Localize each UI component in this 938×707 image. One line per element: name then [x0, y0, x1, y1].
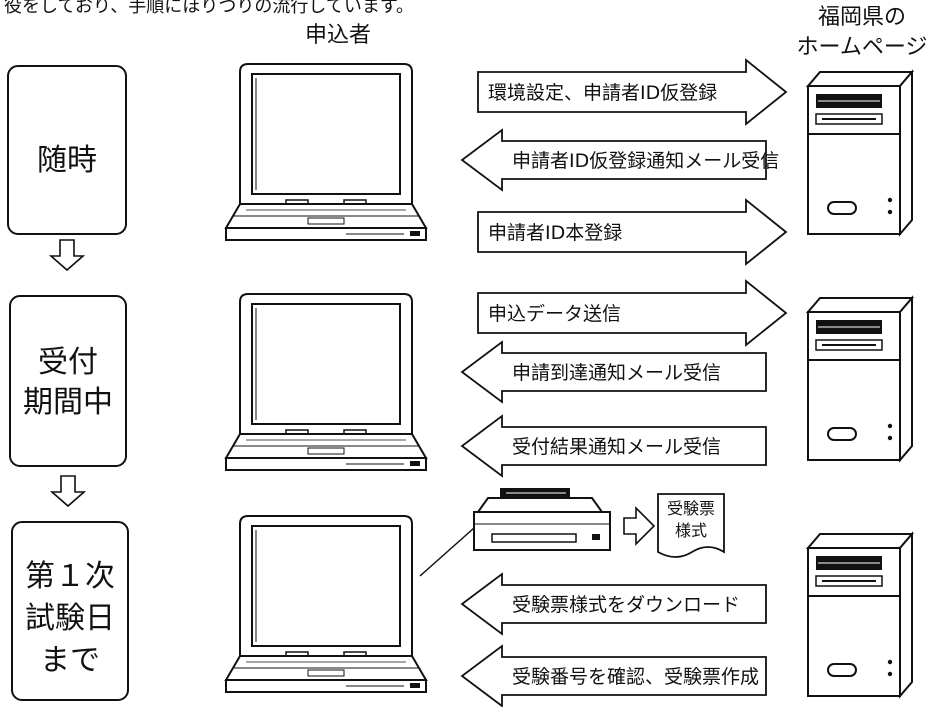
- flow-arrow-right: 申請者ID本登録: [477, 198, 788, 266]
- document-icon: 受験票 様式: [657, 493, 725, 558]
- flow-arrow-left: 受験票様式をダウンロード: [460, 572, 767, 636]
- arrow-label: 申請者ID仮登録通知メール受信: [512, 150, 779, 172]
- applicant-label: 申込者: [305, 23, 371, 48]
- arrow-left-icon: [460, 644, 767, 707]
- down-arrow-icon: [51, 475, 85, 507]
- phase-anytime-text: 随時: [37, 143, 97, 178]
- flow-arrow-left: 受験番号を確認、受験票作成: [460, 644, 767, 707]
- homepage-label-line1: 福岡県の: [818, 5, 906, 30]
- top-text-fragment: 役をしており、手順にほりつりの流行しています。: [4, 0, 414, 17]
- phase-reception-line1: 受付: [38, 345, 98, 380]
- arrow-right-icon: [477, 279, 788, 347]
- phase-exam-line2: 試験日: [25, 601, 115, 636]
- laptop-icon: [225, 293, 427, 471]
- arrow-label: 受験番号を確認、受験票作成: [512, 666, 759, 688]
- phase-box-reception: 受付 期間中: [9, 295, 127, 467]
- laptop-icon: [225, 63, 427, 241]
- arrow-right-icon: [477, 58, 788, 126]
- phase-box-exam-day: 第１次 試験日 まで: [11, 521, 129, 701]
- flow-arrow-left: 受付結果通知メール受信: [460, 414, 767, 478]
- flow-arrow-left: 申請者ID仮登録通知メール受信: [460, 128, 779, 192]
- server-icon: [807, 297, 913, 461]
- homepage-label-line2: ホームページ: [797, 35, 928, 60]
- document-label-line1: 受験票: [667, 499, 715, 518]
- arrow-label: 環境設定、申請者ID仮登録: [488, 82, 717, 104]
- phase-box-anytime: 随時: [7, 65, 127, 235]
- phase-exam-line3: まで: [40, 643, 100, 678]
- phase-exam-line1: 第１次: [25, 559, 115, 594]
- arrow-label: 申請到達通知メール受信: [512, 362, 721, 384]
- arrow-left-icon: [460, 340, 767, 404]
- printer-icon: [419, 488, 611, 577]
- flow-arrow-left: 申請到達通知メール受信: [460, 340, 767, 404]
- arrow-left-icon: [460, 572, 767, 636]
- document-label-line2: 様式: [675, 521, 707, 540]
- server-icon: [807, 71, 913, 235]
- arrow-left-icon: [460, 128, 767, 192]
- phase-reception-line2: 期間中: [23, 385, 113, 420]
- arrow-layer: 環境設定、申請者ID仮登録申請者ID仮登録通知メール受信申請者ID本登録申込デー…: [460, 58, 788, 707]
- arrow-label: 申請者ID本登録: [488, 222, 622, 244]
- flow-arrow-right: 申込データ送信: [477, 279, 788, 347]
- arrow-label: 申込データ送信: [488, 303, 621, 325]
- flow-arrow-right: 環境設定、申請者ID仮登録: [477, 58, 788, 126]
- arrow-left-icon: [460, 414, 767, 478]
- arrow-label: 受付結果通知メール受信: [512, 436, 721, 458]
- server-icon: [807, 533, 913, 697]
- right-arrow-icon: [623, 506, 656, 546]
- arrow-label: 受験票様式をダウンロード: [512, 594, 740, 616]
- arrow-right-icon: [477, 198, 788, 266]
- down-arrow-icon: [50, 239, 84, 271]
- laptop-icon: [225, 515, 427, 693]
